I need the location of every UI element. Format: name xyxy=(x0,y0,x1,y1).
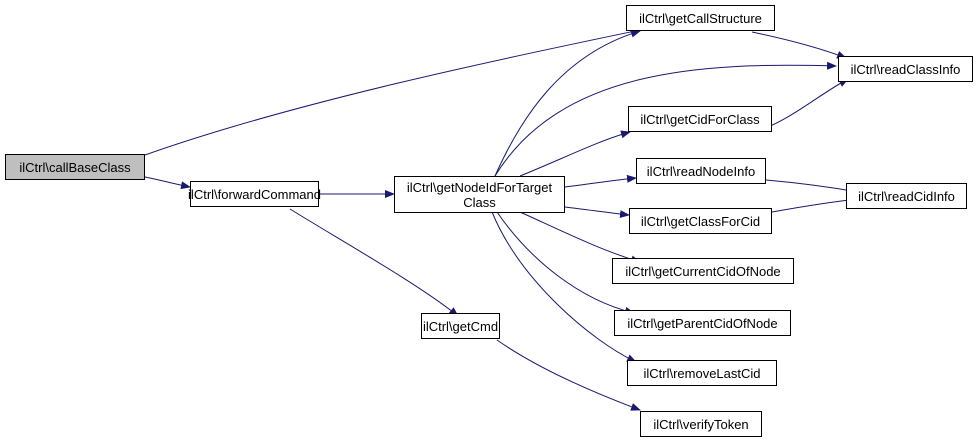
edge-readNodeInfo-readCidInfo xyxy=(765,179,859,195)
node-label-line1: ilCtrl\getNodeIdForTarget xyxy=(406,179,553,195)
node-label: ilCtrl\getClassForCid xyxy=(640,213,761,229)
node-readNodeInfo[interactable]: ilCtrl\readNodeInfo xyxy=(636,158,766,184)
node-getClassForCid[interactable]: ilCtrl\getClassForCid xyxy=(629,208,772,234)
node-readClassInfo[interactable]: ilCtrl\readClassInfo xyxy=(838,56,973,82)
edge-getNodeIdForTargetClass-readNodeInfo xyxy=(564,174,637,188)
node-label: ilCtrl\getCmd xyxy=(422,318,499,334)
node-getCidForClass[interactable]: ilCtrl\getCidForClass xyxy=(628,106,772,132)
node-label: ilCtrl\getParentCidOfNode xyxy=(627,315,778,331)
edge-callBaseClass-getCallStructure xyxy=(144,27,641,156)
edge-forwardCommand-getCmd xyxy=(289,208,459,317)
edge-getCmd-verifyToken xyxy=(496,339,641,411)
node-verifyToken[interactable]: ilCtrl\verifyToken xyxy=(640,411,762,437)
edge-getNodeIdForTargetClass-getClassForCid xyxy=(564,206,630,219)
node-getCallStructure[interactable]: ilCtrl\getCallStructure xyxy=(626,5,775,31)
node-label: ilCtrl\readNodeInfo xyxy=(646,163,756,179)
edge-getNodeIdForTargetClass-readClassInfo xyxy=(494,61,837,177)
edge-getNodeIdForTargetClass-getCallStructure xyxy=(494,29,641,177)
node-label: ilCtrl\getCallStructure xyxy=(639,10,762,26)
node-forwardCommand[interactable]: ilCtrl\forwardCommand xyxy=(188,181,321,207)
node-label: ilCtrl\readClassInfo xyxy=(850,61,961,77)
node-getParentCidOfNode[interactable]: ilCtrl\getParentCidOfNode xyxy=(614,310,791,336)
edge-callBaseClass-forwardCommand xyxy=(144,176,191,190)
node-getCurrentCidOfNode[interactable]: ilCtrl\getCurrentCidOfNode xyxy=(612,258,794,284)
node-label: ilCtrl\readCidInfo xyxy=(858,188,955,204)
node-getCmd[interactable]: ilCtrl\getCmd xyxy=(421,313,500,339)
node-label: ilCtrl\removeLastCid xyxy=(643,365,761,381)
node-label: ilCtrl\getCurrentCidOfNode xyxy=(625,263,781,279)
node-readCidInfo[interactable]: ilCtrl\readCidInfo xyxy=(846,183,967,209)
edge-getCidForClass-readClassInfo xyxy=(759,78,849,131)
edge-getCallStructure-readClassInfo xyxy=(751,31,847,59)
node-label-line2: Class xyxy=(463,194,496,210)
edge-getNodeIdForTargetClass-removeLastCid xyxy=(491,211,637,363)
node-label: ilCtrl\callBaseClass xyxy=(19,159,131,175)
node-callBaseClass[interactable]: ilCtrl\callBaseClass xyxy=(5,154,145,180)
node-getNodeIdForTargetClass[interactable]: ilCtrl\getNodeIdForTarget Class xyxy=(394,176,565,213)
node-label: ilCtrl\verifyToken xyxy=(653,416,749,432)
edge-getNodeIdForTargetClass-getParentCidOfNode xyxy=(496,211,635,315)
edge-getNodeIdForTargetClass-getCurrentCidOfNode xyxy=(519,211,641,264)
node-label: ilCtrl\forwardCommand xyxy=(188,186,321,202)
node-removeLastCid[interactable]: ilCtrl\removeLastCid xyxy=(627,360,777,386)
node-label: ilCtrl\getCidForClass xyxy=(640,111,760,127)
edge-getNodeIdForTargetClass-getCidForClass xyxy=(519,130,631,177)
